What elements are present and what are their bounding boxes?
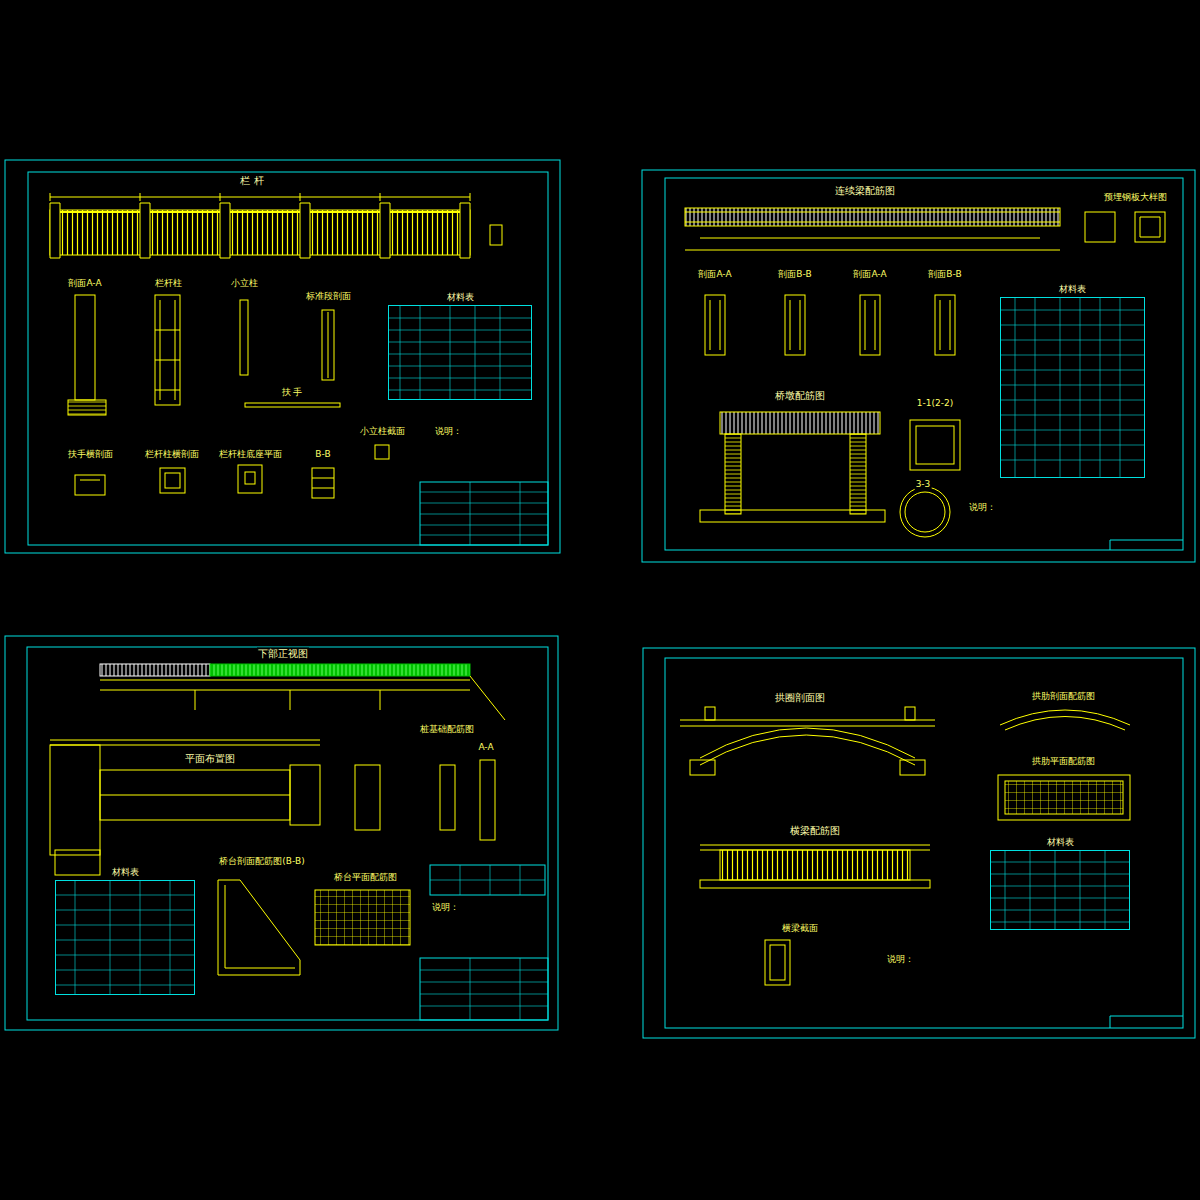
view-label: 栏杆柱横剖面 — [144, 450, 200, 460]
material-table: 材料表 — [55, 880, 195, 995]
view-label: 桩基础配筋图 — [419, 725, 475, 735]
view-title: 下部正视图 — [257, 648, 309, 659]
sheet-railing — [5, 160, 560, 553]
view-label: 拱肋剖面配筋图 — [1031, 692, 1096, 702]
table-heading: 材料表 — [1046, 836, 1075, 849]
material-table: 材料表 — [1000, 297, 1145, 478]
sheet-beam-rebar — [642, 170, 1195, 562]
view-label: 栏杆柱 — [154, 279, 183, 289]
view-title: 横梁配筋图 — [789, 825, 841, 836]
view-label: 小立柱 — [230, 279, 259, 289]
view-label: 剖面A-A — [852, 270, 887, 280]
material-table: 材料表 — [990, 850, 1130, 930]
view-label: 剖面A-A — [67, 279, 102, 289]
table-heading: 材料表 — [446, 291, 475, 304]
table-heading: 材料表 — [111, 866, 140, 879]
view-label: 说明： — [434, 427, 463, 437]
view-label: 桥台平面配筋图 — [333, 873, 398, 883]
view-label: 栏杆柱底座平面 — [218, 450, 283, 460]
view-label: 横梁截面 — [781, 924, 819, 934]
sheet-substructure — [5, 636, 558, 1030]
view-label: 说明： — [968, 503, 997, 513]
view-label: A-A — [477, 743, 494, 753]
view-label: 桥台剖面配筋图(B-B) — [218, 857, 305, 867]
view-label: 说明： — [431, 903, 460, 913]
view-title: 桥墩配筋图 — [774, 390, 826, 401]
view-title: 拱圈剖面图 — [774, 692, 826, 703]
view-label: 3-3 — [915, 480, 932, 490]
view-label: 剖面A-A — [697, 270, 732, 280]
view-label: 说明： — [886, 955, 915, 965]
view-title: 栏 杆 — [239, 175, 264, 186]
material-table: 材料表 — [388, 305, 532, 400]
view-label: 剖面B-B — [777, 270, 812, 280]
view-label: 扶手横剖面 — [67, 450, 114, 460]
table-heading: 材料表 — [1058, 283, 1087, 296]
view-label: 1-1(2-2) — [916, 399, 954, 409]
view-label: 标准段剖面 — [305, 292, 352, 302]
view-title: 连续梁配筋图 — [834, 185, 896, 196]
view-label: B-B — [314, 450, 331, 460]
view-label: 小立柱截面 — [359, 427, 406, 437]
view-label: 扶 手 — [281, 388, 304, 398]
view-label: 剖面B-B — [927, 270, 962, 280]
view-label: 拱肋平面配筋图 — [1031, 757, 1096, 767]
sheet-arch — [643, 648, 1195, 1038]
view-title: 平面布置图 — [184, 753, 236, 764]
view-label: 预埋钢板大样图 — [1103, 193, 1168, 203]
